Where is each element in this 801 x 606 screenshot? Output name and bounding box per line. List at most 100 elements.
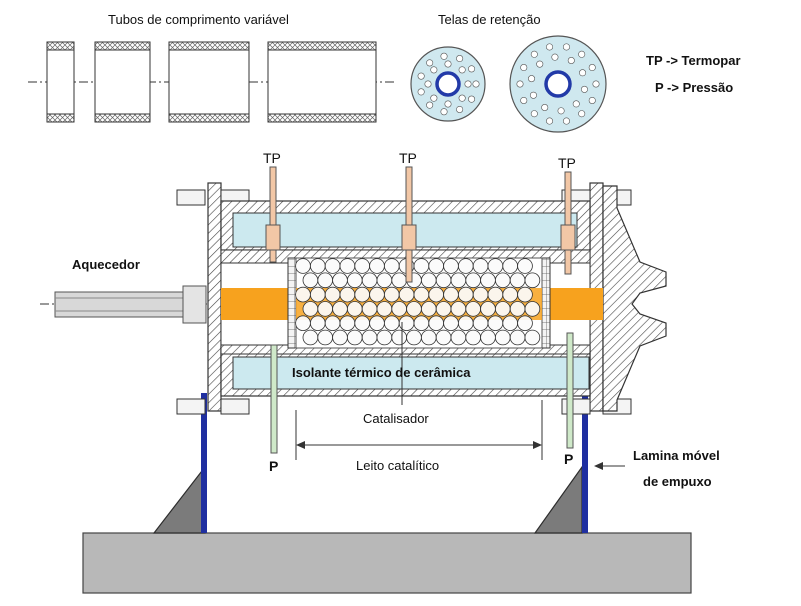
catalyst-particle bbox=[407, 302, 422, 317]
catalyst-particle bbox=[370, 259, 385, 274]
catalyst-particle bbox=[333, 330, 348, 345]
catalyst-particle bbox=[444, 259, 459, 274]
screen-hole bbox=[581, 86, 587, 92]
screen-hole bbox=[530, 92, 536, 98]
pressure-tap-left bbox=[271, 345, 277, 453]
catalyst-particle bbox=[325, 316, 340, 331]
catalyst-particle bbox=[325, 287, 340, 302]
catalyst-particle bbox=[451, 273, 466, 288]
bed-label: Leito catalítico bbox=[356, 458, 439, 473]
screen-hole bbox=[431, 67, 437, 73]
legend-tp: TP -> Termopar bbox=[646, 53, 741, 68]
tp-label-1: TP bbox=[263, 150, 281, 166]
screen-hole bbox=[531, 51, 537, 57]
catalyst-particle bbox=[495, 302, 510, 317]
catalyst-particle bbox=[325, 259, 340, 274]
screen-hole bbox=[537, 61, 543, 67]
screen-hole bbox=[546, 118, 552, 124]
catalyst-particle bbox=[384, 259, 399, 274]
catalyst-particle bbox=[473, 259, 488, 274]
catalyst-particle bbox=[370, 316, 385, 331]
catalyst-particle bbox=[518, 316, 533, 331]
catalyst-particle bbox=[340, 316, 355, 331]
catalyst-particle bbox=[392, 302, 407, 317]
catalyst-particle bbox=[481, 273, 496, 288]
screen-hole bbox=[521, 64, 527, 70]
tp-label-2: TP bbox=[399, 150, 417, 166]
catalyst-particle bbox=[303, 302, 318, 317]
thermocouple-3 bbox=[565, 172, 571, 274]
catalyst-particle bbox=[451, 330, 466, 345]
tubes-title: Tubos de comprimento variável bbox=[108, 12, 289, 27]
catalyst-particle bbox=[362, 302, 377, 317]
screen-hole bbox=[552, 54, 558, 60]
screen-left bbox=[288, 258, 296, 348]
catalyst-particle bbox=[481, 330, 496, 345]
heater-label: Aquecedor bbox=[72, 257, 140, 272]
catalyst-particle bbox=[414, 259, 429, 274]
catalyst-particle bbox=[503, 287, 518, 302]
screen-hole bbox=[578, 111, 584, 117]
catalyst-particle bbox=[458, 287, 473, 302]
screen-hole bbox=[558, 108, 564, 114]
catalyst-particle bbox=[310, 287, 325, 302]
screen-hole bbox=[563, 44, 569, 50]
screen-hole bbox=[441, 109, 447, 115]
heated-zone-right bbox=[549, 288, 603, 320]
catalyst-particle bbox=[518, 287, 533, 302]
retention-screen-large bbox=[510, 36, 606, 132]
legend-p: P -> Pressão bbox=[655, 80, 733, 95]
catalyst-particle bbox=[414, 287, 429, 302]
catalyst-particle bbox=[473, 287, 488, 302]
screen-hole bbox=[573, 101, 579, 107]
tp-label-3: TP bbox=[558, 155, 576, 171]
catalyst-particle bbox=[355, 287, 370, 302]
screen-hole bbox=[445, 61, 451, 67]
right-support-brace bbox=[535, 467, 582, 533]
catalyst-particle bbox=[488, 287, 503, 302]
catalyst-particle bbox=[429, 316, 444, 331]
screen-hole bbox=[593, 81, 599, 87]
catalyst-particle bbox=[377, 273, 392, 288]
catalyst-particle bbox=[466, 302, 481, 317]
retention-screens bbox=[411, 36, 606, 132]
catalyst-particle bbox=[377, 330, 392, 345]
screen-hole bbox=[445, 101, 451, 107]
catalyst-particle bbox=[503, 316, 518, 331]
screen-hole bbox=[465, 81, 471, 87]
retention-screen-small bbox=[411, 47, 485, 121]
screen-hole bbox=[528, 75, 534, 81]
catalyst-particle bbox=[296, 316, 311, 331]
screen-hole bbox=[546, 44, 552, 50]
catalyst-particle bbox=[340, 259, 355, 274]
catalyst-particle bbox=[362, 330, 377, 345]
catalyst-particle bbox=[451, 302, 466, 317]
catalyst-particle bbox=[318, 273, 333, 288]
p-label-left: P bbox=[269, 458, 278, 474]
left-support-brace bbox=[154, 467, 205, 533]
screens-title: Telas de retenção bbox=[438, 12, 541, 27]
catalyst-particle bbox=[355, 259, 370, 274]
catalyst-particle bbox=[429, 259, 444, 274]
tube-3 bbox=[169, 42, 249, 122]
bolt-nut bbox=[221, 399, 249, 414]
catalyst-particle bbox=[340, 287, 355, 302]
catalyst-particle bbox=[488, 316, 503, 331]
catalyst-particle bbox=[384, 316, 399, 331]
catalyst-particle bbox=[414, 316, 429, 331]
catalyst-particle bbox=[310, 316, 325, 331]
screen-hole bbox=[431, 95, 437, 101]
screen-hole bbox=[459, 67, 465, 73]
catalyst-particle bbox=[318, 330, 333, 345]
catalyst-particle bbox=[407, 330, 422, 345]
catalyst-particle bbox=[481, 302, 496, 317]
screen-hole bbox=[459, 95, 465, 101]
catalyst-particle bbox=[444, 316, 459, 331]
tube-1 bbox=[47, 42, 74, 122]
catalyst-label: Catalisador bbox=[363, 411, 429, 426]
base-block bbox=[83, 533, 691, 593]
screen-hub bbox=[546, 72, 570, 96]
catalyst-particle bbox=[488, 259, 503, 274]
heater-rod bbox=[40, 286, 210, 323]
catalyst-particle bbox=[510, 330, 525, 345]
